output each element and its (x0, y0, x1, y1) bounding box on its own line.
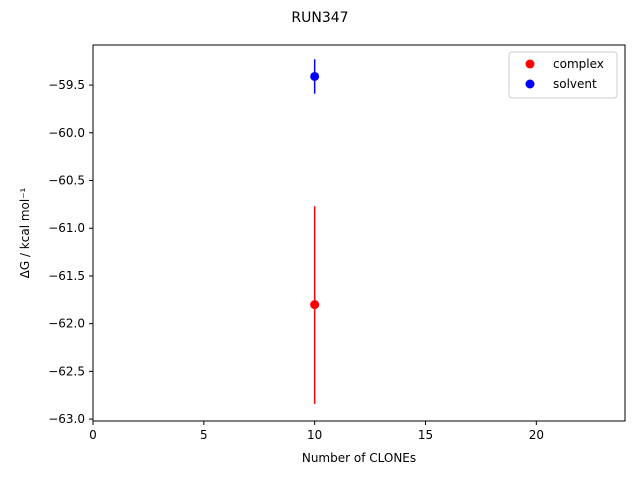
x-tick-label: 5 (200, 428, 208, 442)
y-tick-label: −61.5 (48, 269, 85, 283)
y-tick-label: −60.5 (48, 174, 85, 188)
legend-marker-solvent (525, 79, 535, 89)
y-tick-label: −59.5 (48, 78, 85, 92)
y-tick-label: −60.0 (48, 126, 85, 140)
legend: complex solvent (508, 51, 618, 99)
data-marks (310, 59, 320, 404)
y-tick-label: −62.0 (48, 317, 85, 331)
y-tick-label: −62.5 (48, 364, 85, 378)
legend-marker-complex (525, 59, 535, 69)
x-tick-label: 20 (529, 428, 544, 442)
y-axis-label: ΔG / kcal mol⁻¹ (18, 187, 32, 278)
y-axis: −63.0 −62.5 −62.0 −61.5 −61.0 −60.5 −60.0 −59.5 (48, 78, 93, 426)
chart-title: RUN347 (291, 10, 348, 26)
y-tick-label: −63.0 (48, 412, 85, 426)
x-tick-label: 10 (307, 428, 322, 442)
x-axis: 0 5 10 15 20 (89, 421, 544, 442)
plot-frame (92, 44, 626, 422)
complex-point (310, 300, 320, 310)
solvent-point (310, 71, 320, 81)
legend-label-complex: complex (553, 57, 604, 71)
legend-label-solvent: solvent (553, 77, 597, 91)
x-tick-label: 15 (418, 428, 433, 442)
x-axis-label: Number of CLONEs (302, 451, 416, 465)
y-tick-label: −61.0 (48, 221, 85, 235)
x-tick-label: 0 (89, 428, 97, 442)
legend-box (508, 51, 618, 99)
